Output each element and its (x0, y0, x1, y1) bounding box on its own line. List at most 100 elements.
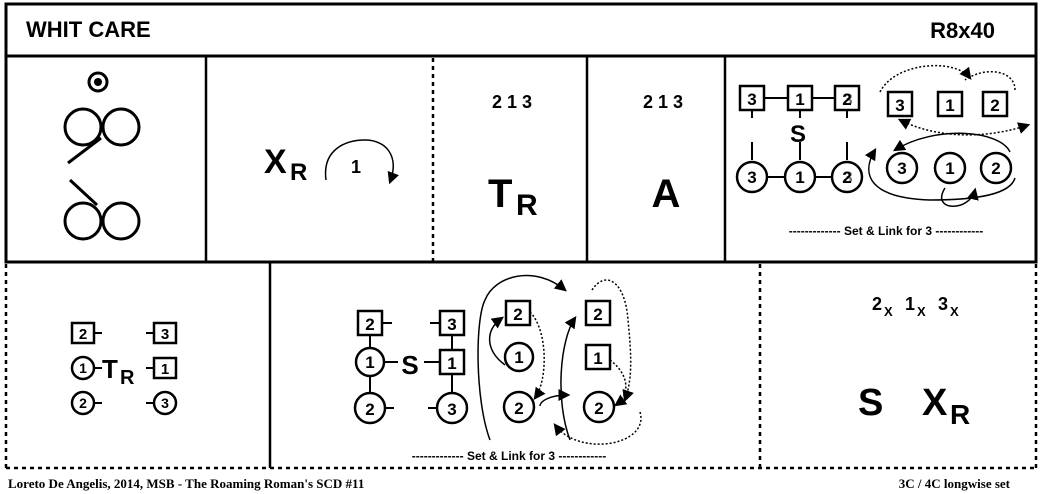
svg-text:1: 1 (945, 96, 954, 115)
path-arrow (529, 311, 546, 400)
svg-text:2: 2 (593, 305, 602, 324)
path-arrow (591, 279, 634, 403)
cross-main: X (264, 143, 287, 181)
svg-text:3: 3 (747, 90, 756, 109)
svg-text:2: 2 (79, 326, 87, 343)
path-arrow (892, 132, 1011, 153)
turn-arrow (324, 139, 399, 185)
svg-text:2: 2 (991, 159, 1000, 178)
woman-circle (152, 390, 178, 416)
man-square (738, 84, 766, 112)
woman-circle (503, 341, 535, 373)
woman-circle (885, 151, 919, 185)
cross-sub: R (950, 399, 970, 430)
svg-text:2: 2 (365, 315, 374, 334)
svg-text:3: 3 (843, 90, 852, 109)
set-main: S (858, 382, 883, 424)
man-square (504, 299, 532, 327)
path-arrow (897, 118, 1031, 136)
svg-text:2: 2 (842, 168, 851, 187)
svg-text:3: 3 (447, 315, 456, 334)
woman-circle (582, 390, 616, 424)
turn-sub: R (516, 189, 538, 222)
svg-text:1: 1 (795, 90, 804, 109)
cell-cross-right: X R 1 (264, 139, 399, 186)
set-center: S (790, 121, 806, 148)
man-square (786, 84, 814, 112)
advance-main: A (652, 172, 681, 216)
dance-type-symbol (63, 71, 141, 241)
cell-turn-right: 2 1 3 T R (488, 92, 538, 222)
cell-turn-right-small: 2 3 1 T R 1 2 3 (70, 321, 178, 416)
path-arrow (553, 411, 642, 445)
svg-text:3: 3 (747, 168, 756, 187)
dance-formation: R8x40 (930, 18, 995, 43)
row1-frame (4, 54, 1038, 264)
set-link-caption: ------------- Set & Link for 3 ---------… (412, 449, 607, 463)
path-arrow (964, 71, 1016, 91)
path-arrow (477, 274, 567, 441)
path-arrow (609, 359, 628, 407)
order-num: 2 (872, 294, 882, 314)
path-arrow (864, 147, 1016, 201)
man-square (584, 299, 612, 327)
svg-text:2: 2 (79, 395, 87, 411)
svg-text:3: 3 (897, 159, 906, 178)
woman-circle (502, 390, 536, 424)
order-sub: X (950, 304, 959, 319)
man-square (833, 84, 861, 112)
man-square (152, 321, 178, 345)
footer-credit: Loreto De Angelis, 2014, MSB - The Roami… (8, 476, 364, 491)
cell-advance: 2 1 3 A (643, 92, 683, 216)
header-frame (4, 2, 1038, 58)
man-square (886, 90, 914, 118)
path-arrow (879, 65, 972, 93)
svg-text:2: 2 (514, 399, 523, 418)
svg-text:3: 3 (447, 400, 456, 419)
svg-text:1: 1 (945, 159, 954, 178)
woman-circle (353, 391, 387, 425)
svg-text:3: 3 (161, 326, 169, 343)
svg-text:3: 3 (161, 395, 169, 411)
turn-label: 1 (351, 157, 361, 177)
man-square (438, 309, 466, 337)
cell-set-and-link: 3 1 2 3 S 3 1 2 3 3 1 2 3 1 2 ----------… (735, 65, 1031, 238)
order-label: 2 1 3 (643, 92, 683, 112)
set-link-caption: ------------- Set & Link for 3 ---------… (789, 224, 984, 238)
order-num: 3 (938, 294, 948, 314)
cross-sub: R (290, 159, 307, 186)
path-arrow (560, 316, 577, 441)
svg-text:1: 1 (161, 361, 169, 378)
path-arrow (941, 187, 979, 207)
woman-circle (933, 151, 967, 185)
svg-text:1: 1 (79, 360, 87, 376)
order-label: 2 1 3 (492, 92, 532, 112)
svg-text:2: 2 (990, 96, 999, 115)
dance-title: WHIT CARE (26, 17, 151, 42)
man-square (584, 343, 612, 371)
cell-set-and-link-2: 2 3 1 S 1 2 3 2 1 2 2 1 2 ----------- (353, 274, 642, 463)
path-arrow (539, 389, 571, 407)
svg-text:2: 2 (513, 305, 522, 324)
svg-text:3: 3 (843, 168, 852, 187)
order-num: 1 (905, 294, 915, 314)
svg-text:3: 3 (895, 96, 904, 115)
svg-text:1: 1 (795, 168, 804, 187)
man-square (981, 90, 1009, 118)
path-arrow (488, 316, 506, 366)
svg-text:2: 2 (365, 400, 374, 419)
set-center: S (401, 350, 418, 380)
woman-circle (979, 151, 1013, 185)
svg-text:1: 1 (365, 353, 374, 372)
svg-text:1: 1 (593, 349, 602, 368)
cross-main: X (922, 382, 948, 424)
svg-text:1: 1 (514, 348, 523, 367)
svg-text:2: 2 (594, 399, 603, 418)
turn-main: T (102, 354, 118, 384)
turn-main: T (488, 172, 512, 216)
woman-circle (435, 391, 469, 425)
man-square (356, 309, 384, 337)
footer-set: 3C / 4C longwise set (899, 476, 1011, 491)
cell-set-cross: 2 X 1 X 3 X S X R (858, 294, 970, 430)
